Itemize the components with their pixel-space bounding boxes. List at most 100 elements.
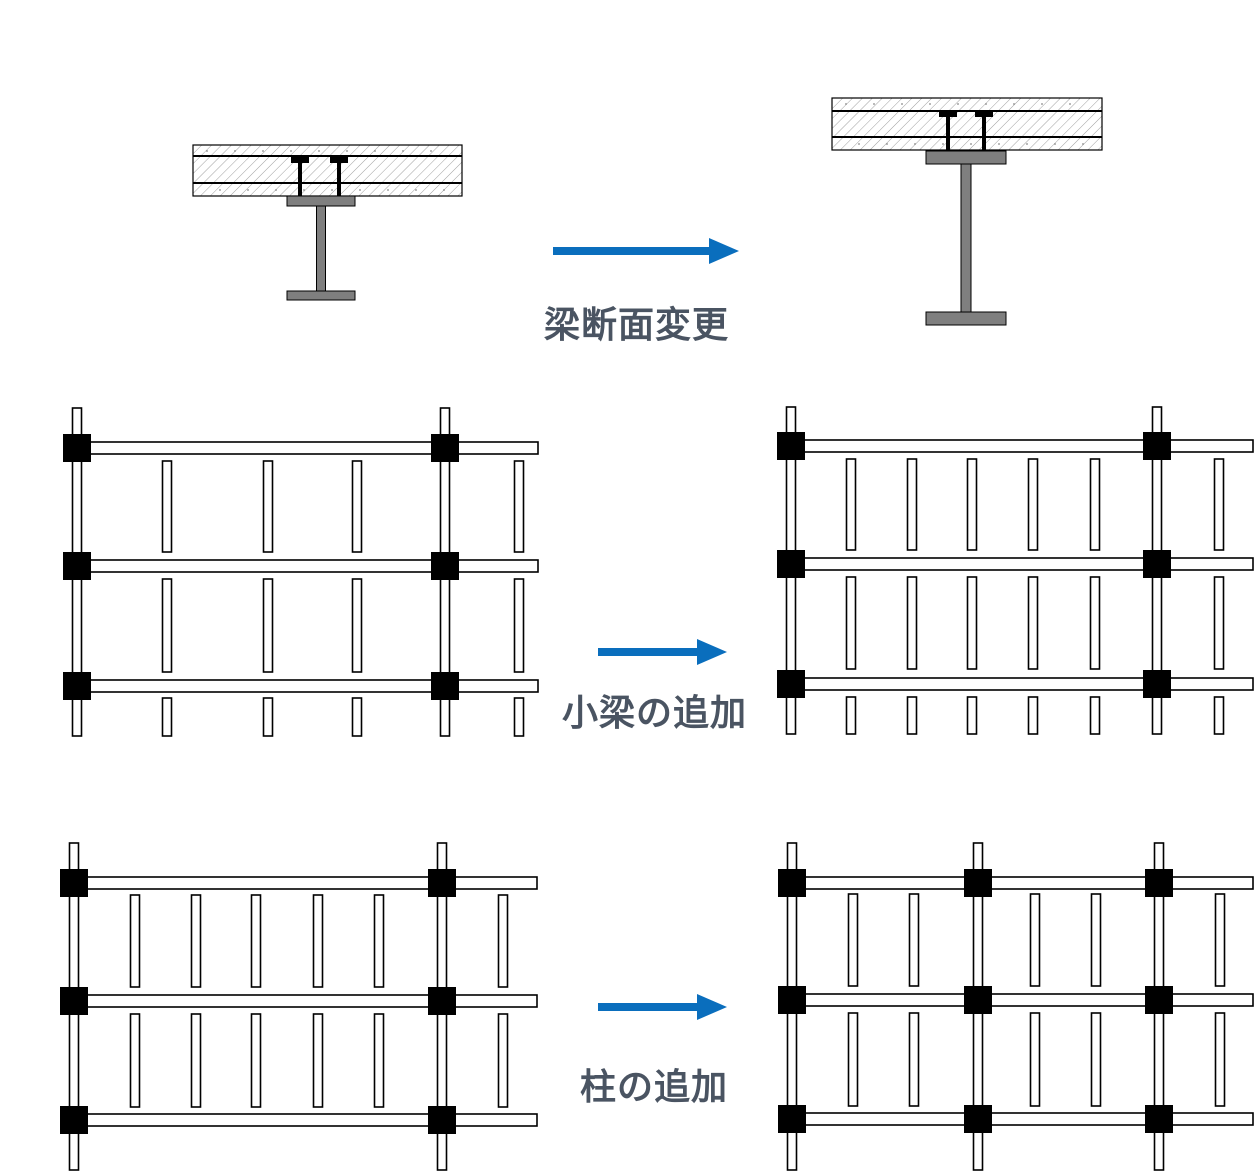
girder <box>73 1113 538 1127</box>
secondary-beam <box>1027 696 1039 735</box>
floor-plan-before-secondary-beams <box>63 407 539 737</box>
aggregate-dot <box>1013 103 1015 105</box>
column <box>1143 550 1171 578</box>
secondary-beam <box>906 458 918 551</box>
secondary-beam <box>190 1013 202 1108</box>
top-flange <box>286 195 356 207</box>
arrow-head <box>697 639 727 665</box>
deck-line <box>832 136 1102 138</box>
bottom-flange <box>925 311 1007 326</box>
bottom-flange <box>286 290 356 301</box>
aggregate-dot <box>387 189 389 191</box>
deck-line <box>193 182 462 184</box>
aggregate-dot <box>402 150 404 152</box>
column <box>1145 1105 1173 1133</box>
secondary-beam <box>129 894 141 988</box>
arrow-icon <box>598 994 727 1020</box>
aggregate-dot <box>290 150 292 152</box>
secondary-beam <box>1029 1012 1041 1107</box>
girder <box>790 1112 1254 1126</box>
column <box>428 869 456 897</box>
secondary-beam <box>373 894 385 988</box>
column <box>778 986 806 1014</box>
aggregate-dot <box>359 189 361 191</box>
shear-stud <box>337 162 341 196</box>
girder <box>76 441 539 455</box>
stud-head <box>975 111 993 117</box>
secondary-beam <box>1090 893 1102 987</box>
secondary-beam <box>129 1013 141 1108</box>
aggregate-dot <box>985 103 987 105</box>
aggregate-dot <box>331 189 333 191</box>
girder <box>790 876 1254 890</box>
secondary-beam <box>1213 696 1225 735</box>
arrow-shaft <box>598 648 699 656</box>
stud-head <box>939 111 957 117</box>
aggregate-dot <box>858 143 860 145</box>
column <box>1145 869 1173 897</box>
aggregate-dot <box>1026 143 1028 145</box>
aggregate-dot <box>318 150 320 152</box>
aggregate-dot <box>1054 143 1056 145</box>
secondary-beam <box>906 576 918 670</box>
secondary-beam <box>1027 458 1039 551</box>
arrow-head <box>697 994 727 1020</box>
secondary-beam <box>845 696 857 735</box>
secondary-beam <box>1029 893 1041 987</box>
shear-stud <box>982 116 986 151</box>
arrow-shaft <box>598 1003 699 1011</box>
girder <box>76 559 539 573</box>
aggregate-dot <box>219 189 221 191</box>
shear-stud <box>298 162 302 196</box>
deck-line <box>193 155 462 157</box>
girder <box>76 679 539 693</box>
secondary-beam <box>1214 893 1226 987</box>
column <box>777 670 805 698</box>
secondary-beam <box>497 894 509 988</box>
column <box>778 1105 806 1133</box>
secondary-beam <box>908 1012 920 1107</box>
column <box>63 434 91 462</box>
aggregate-dot <box>275 189 277 191</box>
secondary-beam <box>845 458 857 551</box>
secondary-beam <box>966 458 978 551</box>
secondary-beam <box>1089 576 1101 670</box>
column <box>428 1106 456 1134</box>
column <box>60 869 88 897</box>
secondary-beam <box>513 460 525 553</box>
arrow-icon <box>553 238 739 264</box>
aggregate-dot <box>929 103 931 105</box>
secondary-beam <box>1213 576 1225 670</box>
secondary-beam <box>351 697 363 737</box>
secondary-beam <box>845 576 857 670</box>
aggregate-dot <box>1041 103 1043 105</box>
stud-head <box>330 157 348 163</box>
girder <box>73 876 538 890</box>
aggregate-dot <box>247 189 249 191</box>
secondary-beam <box>906 696 918 735</box>
arrow-shaft <box>553 247 711 255</box>
aggregate-dot <box>374 150 376 152</box>
label-add-secondary-beams: 小梁の追加 <box>562 693 748 734</box>
aggregate-dot <box>845 103 847 105</box>
secondary-beam <box>513 697 525 737</box>
column <box>778 869 806 897</box>
aggregate-dot <box>430 150 432 152</box>
secondary-beam <box>847 1012 859 1107</box>
secondary-beam <box>966 696 978 735</box>
aggregate-dot <box>206 150 208 152</box>
secondary-beam <box>908 893 920 987</box>
aggregate-dot <box>957 103 959 105</box>
section-after <box>831 97 1103 326</box>
secondary-beam <box>262 578 274 673</box>
column <box>63 672 91 700</box>
column <box>777 432 805 460</box>
aggregate-dot <box>914 143 916 145</box>
aggregate-dot <box>303 189 305 191</box>
secondary-beam <box>1089 696 1101 735</box>
aggregate-dot <box>998 143 1000 145</box>
deck-line <box>832 110 1102 112</box>
column <box>60 1106 88 1134</box>
secondary-beam <box>250 894 262 988</box>
floor-plan-before-columns <box>60 842 538 1171</box>
